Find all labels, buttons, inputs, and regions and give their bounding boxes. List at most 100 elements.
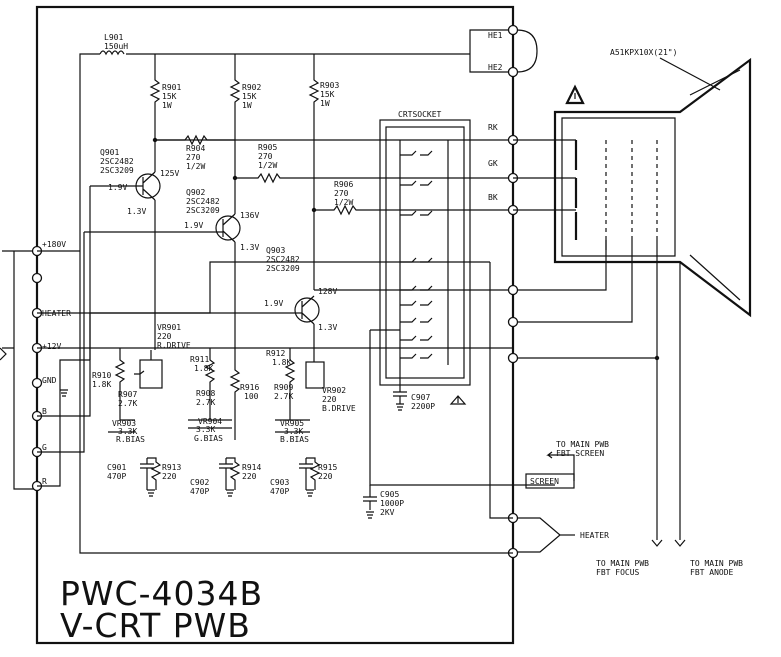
svg-text:1.3V: 1.3V [127, 207, 146, 216]
r903-resistor: R903 15K 1W [308, 54, 339, 290]
svg-text:1/2W: 1/2W [186, 162, 205, 171]
vr901-trimmer: VR901 220 R.DRIVE [134, 323, 191, 389]
crt-tube: A51KPX10X(21") [513, 48, 752, 547]
label-screen: SCREEN [530, 477, 559, 486]
label-rk: RK [488, 123, 498, 132]
board-title-line1: PWC-4034B [60, 574, 263, 613]
svg-text:220: 220 [242, 472, 257, 481]
svg-text:1W: 1W [320, 99, 330, 108]
svg-text:470P: 470P [190, 487, 209, 496]
left-arrow-mark [0, 347, 7, 361]
r909-resistor: R909 2.7K [274, 383, 310, 421]
label-heater-out: HEATER [580, 531, 609, 540]
r901-resistor: R901 15K 1W [149, 54, 181, 138]
svg-text:VR901: VR901 [157, 323, 181, 332]
svg-text:R913: R913 [162, 463, 181, 472]
svg-text:R905: R905 [258, 143, 277, 152]
warning-triangle-small-icon [449, 395, 467, 405]
svg-text:3.3K: 3.3K [196, 425, 215, 434]
svg-text:L901: L901 [104, 33, 123, 42]
r915-resistor: R915 220 [306, 457, 337, 490]
r907-resistor: R907 2.7K [118, 390, 137, 421]
svg-text:R910: R910 [92, 371, 111, 380]
svg-text:R911: R911 [190, 355, 209, 364]
svg-text:270: 270 [258, 152, 273, 161]
note-fbt-focus-line1: TO MAIN PWB [596, 559, 649, 568]
svg-text:R916: R916 [240, 383, 259, 392]
svg-text:Q903: Q903 [266, 246, 285, 255]
svg-text:1.8K: 1.8K [194, 364, 213, 373]
svg-text:220: 220 [162, 472, 177, 481]
svg-text:1.9V: 1.9V [184, 221, 203, 230]
he-loop [516, 29, 538, 73]
svg-text:220: 220 [322, 395, 337, 404]
crt-model-label: A51KPX10X(21") [610, 48, 677, 57]
svg-text:R912: R912 [266, 349, 285, 358]
svg-text:3.3K: 3.3K [284, 427, 303, 436]
c903-capacitor: C903 470P [270, 458, 313, 496]
vr903-trimmer: VR903 3.3K R.BIAS [108, 419, 145, 444]
svg-text:R915: R915 [318, 463, 337, 472]
crt-socket: CRTSOCKET [379, 110, 471, 386]
svg-text:2SC3209: 2SC3209 [186, 206, 220, 215]
pin-label-12v: +12V [42, 342, 61, 351]
c905-capacitor: C905 1000P 2KV [363, 485, 404, 517]
r910-resistor: R910 1.8K [92, 348, 126, 400]
svg-text:1.8K: 1.8K [92, 380, 111, 389]
q903-transistor: Q903 2SC2482 2SC3209 128V 1.9V 1.3V [90, 246, 513, 360]
svg-text:150uH: 150uH [104, 42, 128, 51]
r908-resistor: R908 2.7K [188, 389, 232, 421]
l901-inductor [99, 50, 125, 56]
vr904-trimmer: VR904 3.3K G.BIAS [188, 417, 232, 443]
r902-resistor: R902 15K 1W [229, 54, 261, 178]
svg-text:R902: R902 [242, 83, 261, 92]
svg-text:100: 100 [244, 392, 259, 401]
c901-capacitor: C901 470P [107, 458, 154, 490]
svg-text:1.3V: 1.3V [240, 243, 259, 252]
svg-text:2.7K: 2.7K [118, 399, 137, 408]
pin-label-b: B [42, 407, 47, 416]
svg-text:R909: R909 [274, 383, 293, 392]
svg-text:1.9V: 1.9V [108, 183, 127, 192]
label-bk: BK [488, 193, 498, 202]
wire-180v-bottom [79, 251, 513, 554]
svg-text:1W: 1W [162, 101, 172, 110]
svg-text:2SC2482: 2SC2482 [186, 197, 220, 206]
svg-text:15K: 15K [162, 92, 177, 101]
svg-text:CRTSOCKET: CRTSOCKET [398, 110, 442, 119]
svg-text:2SC2482: 2SC2482 [266, 255, 300, 264]
wire-heater-route [400, 262, 513, 518]
pin-label-g: G [42, 443, 47, 452]
arrow-to-screen [546, 451, 575, 481]
pin-label-180v: +180V [42, 240, 66, 249]
svg-text:B.BIAS: B.BIAS [280, 435, 309, 444]
svg-text:2.7K: 2.7K [274, 392, 293, 401]
wire-heater-in [37, 261, 490, 314]
svg-text:VR902: VR902 [322, 386, 346, 395]
svg-text:R903: R903 [320, 81, 339, 90]
svg-text:2.7K: 2.7K [196, 398, 215, 407]
left-edge-leads [2, 250, 14, 349]
note-fbt-screen-line1: TO MAIN PWB [556, 440, 609, 449]
wire-g-in [37, 232, 85, 453]
svg-text:1.8K: 1.8K [272, 358, 291, 367]
svg-text:1.9V: 1.9V [264, 299, 283, 308]
r911-resistor: R911 1.8K [190, 348, 216, 420]
r904-resistor: R904 270 1/2W [155, 134, 235, 171]
svg-text:1/2W: 1/2W [334, 198, 353, 207]
label-gk: GK [488, 159, 498, 168]
pin-nc-terminal [31, 272, 43, 284]
svg-text:C901: C901 [107, 463, 126, 472]
svg-text:VR905: VR905 [280, 419, 304, 428]
svg-text:220: 220 [318, 472, 333, 481]
label-he2: HE2 [488, 63, 503, 72]
svg-text:R907: R907 [118, 390, 137, 399]
svg-text:R908: R908 [196, 389, 215, 398]
svg-text:B.DRIVE: B.DRIVE [322, 404, 356, 413]
wire-q901-base [80, 186, 90, 360]
svg-text:2SC2482: 2SC2482 [100, 157, 134, 166]
r905-resistor: R905 270 1/2W [235, 143, 513, 184]
r906-resistor: R906 270 1/2W [314, 180, 513, 216]
